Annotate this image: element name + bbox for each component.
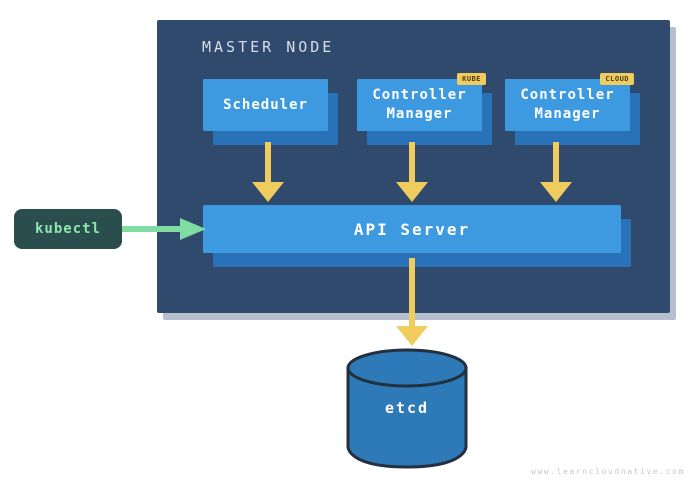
watermark: www.learncloudnative.com xyxy=(531,467,685,476)
cloud-controller-manager-card-front: Controller Manager CLOUD xyxy=(505,73,634,131)
scheduler-card[interactable]: Scheduler xyxy=(203,79,338,145)
api-server-label: API Server xyxy=(353,219,471,239)
api-server-card-front: API Server xyxy=(203,205,621,253)
kubectl-to-api-server-arrow xyxy=(122,218,206,240)
scheduler-card-front: Scheduler xyxy=(203,79,328,131)
etcd-cylinder[interactable]: etcd xyxy=(345,346,469,470)
kubectl-label: kubectl xyxy=(34,221,101,237)
kube-controller-manager-card[interactable]: Controller Manager KUBE xyxy=(357,73,492,145)
api-server-card[interactable]: API Server xyxy=(203,205,631,267)
kube-controller-manager-card-front: Controller Manager KUBE xyxy=(357,73,486,131)
cloud-controller-manager-label: Controller Manager xyxy=(520,87,615,122)
kube-badge: KUBE xyxy=(457,73,486,85)
master-node-title: MASTER NODE xyxy=(202,38,335,56)
etcd-shape xyxy=(346,348,468,469)
scheduler-label: Scheduler xyxy=(223,96,308,113)
scheduler-to-api-server-arrow xyxy=(252,142,284,202)
kube-controller-manager-to-api-server-arrow xyxy=(396,142,428,202)
cloud-controller-manager-card[interactable]: Controller Manager CLOUD xyxy=(505,73,640,145)
cloud-controller-manager-to-api-server-arrow xyxy=(540,142,572,202)
kube-controller-manager-label: Controller Manager xyxy=(372,87,467,122)
api-server-to-etcd-arrow xyxy=(396,258,428,346)
cloud-badge: CLOUD xyxy=(600,73,634,85)
kubectl-box[interactable]: kubectl xyxy=(14,209,122,249)
